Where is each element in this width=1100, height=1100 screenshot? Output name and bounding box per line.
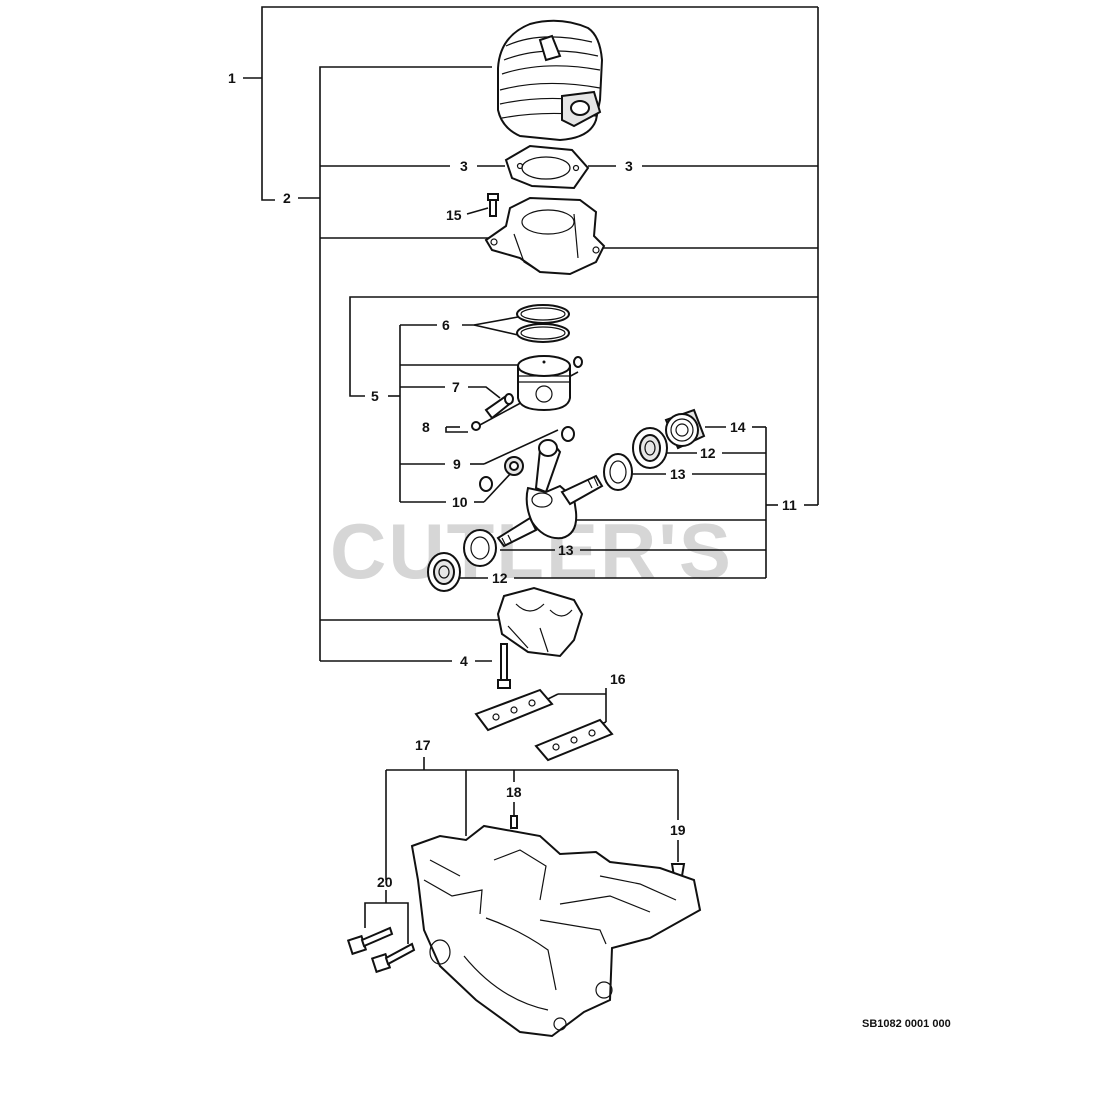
- callout-13-lower: 13: [558, 542, 574, 558]
- pin-18-part: [510, 815, 518, 829]
- bolt-part: [497, 643, 511, 689]
- callout-7: 7: [452, 379, 460, 395]
- washer-part: [479, 426, 575, 492]
- callout-6: 6: [442, 317, 450, 333]
- crankcase-housing-part: [410, 824, 702, 1038]
- callout-18: 18: [506, 784, 522, 800]
- callout-4: 4: [460, 653, 468, 669]
- gasket-part: [504, 144, 590, 190]
- callout-9: 9: [453, 456, 461, 472]
- bearing-left-part: [427, 529, 497, 592]
- callout-12-upper: 12: [700, 445, 716, 461]
- callout-15: 15: [446, 207, 462, 223]
- callout-13-upper: 13: [670, 466, 686, 482]
- cylinder-part: [497, 19, 604, 142]
- circlip-part: [471, 356, 583, 431]
- piston-pin-part: [484, 393, 514, 420]
- callout-2: 2: [283, 190, 291, 206]
- leader-lines: [243, 6, 819, 944]
- callout-11: 11: [782, 497, 797, 513]
- callout-10: 10: [452, 494, 468, 510]
- callout-14: 14: [730, 419, 746, 435]
- screw-15-part: [487, 193, 499, 217]
- crankshaft-part: [496, 439, 604, 548]
- plate-part: [474, 688, 614, 762]
- reference-code: SB1082 0001 000: [862, 1018, 951, 1030]
- oil-seal-part: [664, 408, 706, 450]
- callout-19: 19: [670, 822, 686, 838]
- callout-1: 1: [228, 70, 236, 86]
- cylinder-base-part: [484, 196, 606, 276]
- crankcase-half-part: [496, 586, 584, 658]
- callout-3-right: 3: [625, 158, 633, 174]
- callout-12-lower: 12: [492, 570, 508, 586]
- callout-20: 20: [377, 874, 393, 890]
- screw-20-part: [346, 926, 416, 974]
- piston-part: [517, 355, 571, 412]
- callout-16: 16: [610, 671, 626, 687]
- callout-5: 5: [371, 388, 379, 404]
- callout-17: 17: [415, 737, 431, 753]
- callout-3-left: 3: [460, 158, 468, 174]
- callout-labels: 1 2 3 3 15 6 5 7 8 9 10 14 12 13 11 13 1…: [228, 70, 797, 890]
- bearing-part: [603, 427, 668, 491]
- needle-cage-part: [504, 456, 524, 476]
- piston-rings-part: [516, 304, 570, 343]
- callout-8: 8: [422, 419, 430, 435]
